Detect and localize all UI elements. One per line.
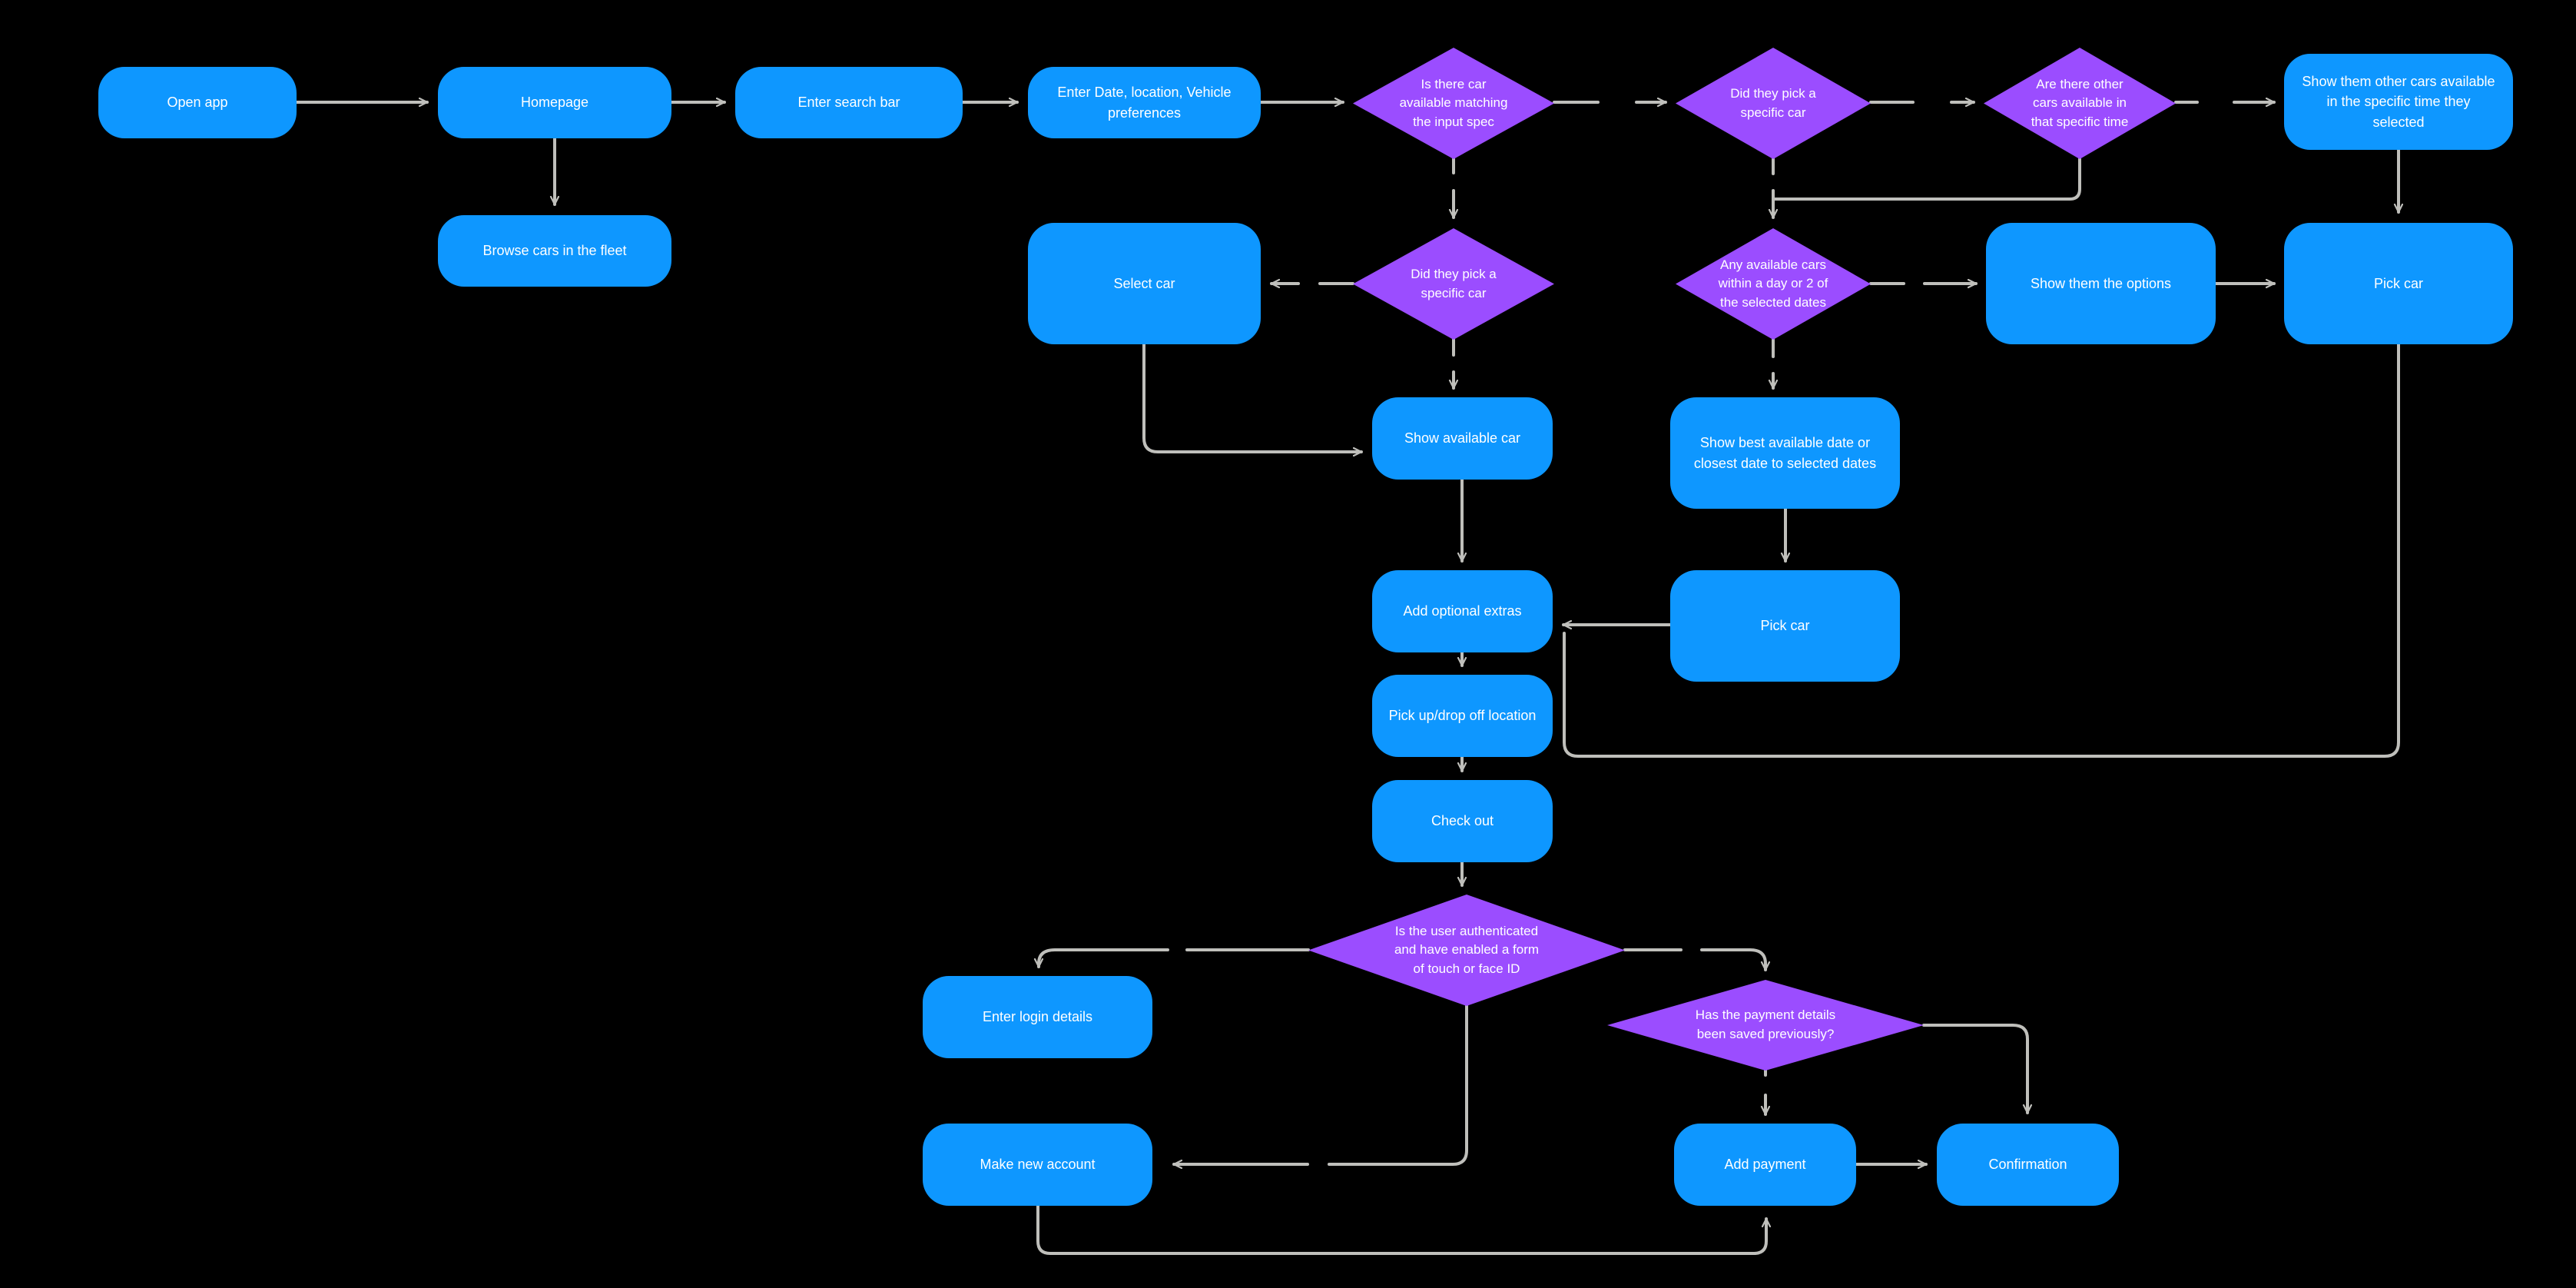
node-label: Pick car — [2373, 275, 2423, 291]
process-node-enter_login[interactable]: Enter login details — [923, 976, 1152, 1058]
decision-node-is_there_car[interactable]: Is there car available matching the inpu… — [1353, 48, 1554, 159]
decision-node-is_auth[interactable]: Is the user authenticated and have enabl… — [1308, 895, 1625, 1006]
edge-is-auth-to-make-account — [1328, 1004, 1468, 1166]
process-node-pick_car_mid[interactable]: Pick car — [1670, 570, 1900, 682]
decision-node-payment_saved[interactable]: Has the payment details been saved previ… — [1607, 980, 1924, 1071]
node-label: Any available cars within a day or 2 of … — [1718, 257, 1828, 310]
process-node-confirmation[interactable]: Confirmation — [1937, 1124, 2119, 1206]
node-label: Pick car — [1760, 618, 1810, 634]
process-node-pickup_drop[interactable]: Pick up/drop off location — [1372, 675, 1553, 757]
node-label: Did they pick a specific car — [1730, 85, 1816, 120]
edge-is-auth-to-enter-login — [1039, 948, 1169, 968]
process-node-enter_prefs[interactable]: Enter Date, location, Vehicle preference… — [1028, 67, 1261, 138]
process-node-pick_car_right[interactable]: Pick car — [2284, 223, 2513, 344]
node-label: Add optional extras — [1403, 603, 1522, 619]
edge-make-account-to-add-payment — [1036, 1204, 1766, 1255]
node-label: Enter search bar — [797, 95, 900, 111]
process-node-show_avail_car[interactable]: Show available car — [1372, 397, 1553, 480]
process-node-add_extras[interactable]: Add optional extras — [1372, 570, 1553, 652]
decision-node-pick_specific_1[interactable]: Did they pick a specific car — [1676, 48, 1871, 159]
node-label: Is the user authenticated and have enabl… — [1394, 923, 1540, 976]
node-label: Check out — [1431, 813, 1494, 829]
node-label: Show available car — [1404, 430, 1521, 446]
process-node-homepage[interactable]: Homepage — [438, 67, 671, 138]
process-node-select_car[interactable]: Select car — [1028, 223, 1261, 344]
process-node-show_other_cars[interactable]: Show them other cars available in the sp… — [2284, 54, 2513, 150]
process-node-make_account[interactable]: Make new account — [923, 1124, 1152, 1206]
process-node-browse_fleet[interactable]: Browse cars in the fleet — [438, 215, 671, 287]
edge-other-cars-to-any-cars — [1772, 158, 2081, 201]
node-label: Are there other cars available in that s… — [2031, 76, 2129, 129]
node-label: Enter Date, location, Vehicle preference… — [1057, 85, 1232, 121]
edge-is-auth-to-payment-saved — [1700, 948, 1765, 971]
node-label: Has the payment details been saved previ… — [1695, 1007, 1836, 1041]
node-label: Homepage — [520, 95, 589, 111]
node-label: Show them other cars available in the sp… — [2302, 74, 2495, 130]
process-node-show_best_date[interactable]: Show best available date or closest date… — [1670, 397, 1900, 509]
node-label: Select car — [1113, 275, 1175, 291]
process-node-open_app[interactable]: Open app — [98, 67, 297, 138]
node-label: Confirmation — [1988, 1157, 2067, 1173]
node-label: Browse cars in the fleet — [482, 243, 627, 259]
node-label: Show them the options — [2030, 275, 2172, 291]
node-label: Is there car available matching the inpu… — [1399, 76, 1508, 129]
decision-node-pick_specific_2[interactable]: Did they pick a specific car — [1353, 228, 1554, 340]
edge-payment-saved-to-confirmation — [1922, 1024, 2027, 1114]
node-label: Add payment — [1724, 1157, 1806, 1173]
process-node-check_out[interactable]: Check out — [1372, 780, 1553, 862]
process-node-search_bar[interactable]: Enter search bar — [735, 67, 963, 138]
node-label: Enter login details — [982, 1009, 1093, 1025]
node-label: Pick up/drop off location — [1388, 708, 1537, 724]
node-label: Make new account — [980, 1157, 1096, 1173]
decision-node-other_cars_time[interactable]: Are there other cars available in that s… — [1984, 48, 2176, 159]
process-node-add_payment[interactable]: Add payment — [1674, 1124, 1856, 1206]
node-label: Show best available date or closest date… — [1693, 435, 1877, 471]
decision-node-any_cars_dates[interactable]: Any available cars within a day or 2 of … — [1676, 228, 1871, 340]
node-label: Open app — [167, 95, 228, 111]
node-label: Did they pick a specific car — [1411, 266, 1497, 300]
edge-select-car-to-show-avail — [1142, 343, 1363, 452]
process-node-show_options[interactable]: Show them the options — [1986, 223, 2216, 344]
